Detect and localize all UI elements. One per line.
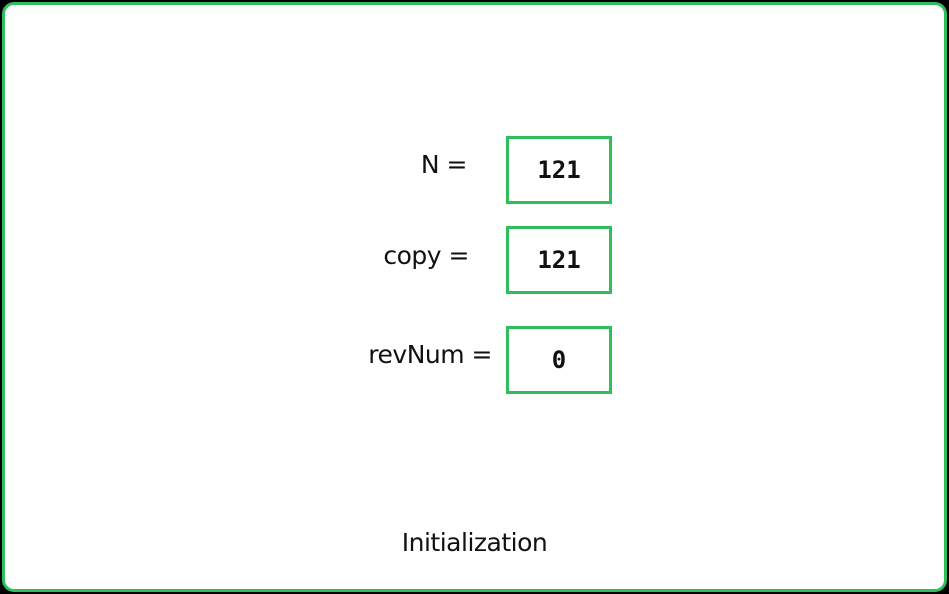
value-box-revnum: 0	[506, 326, 612, 394]
value-n: 121	[537, 156, 581, 184]
label-copy: copy =	[383, 241, 469, 270]
value-box-copy: 121	[506, 226, 612, 294]
step-caption: Initialization	[401, 528, 548, 557]
value-revnum: 0	[551, 346, 567, 374]
value-copy: 121	[537, 246, 581, 274]
label-n: N =	[420, 150, 468, 179]
label-revnum: revNum =	[368, 340, 492, 369]
value-box-n: 121	[506, 136, 612, 204]
